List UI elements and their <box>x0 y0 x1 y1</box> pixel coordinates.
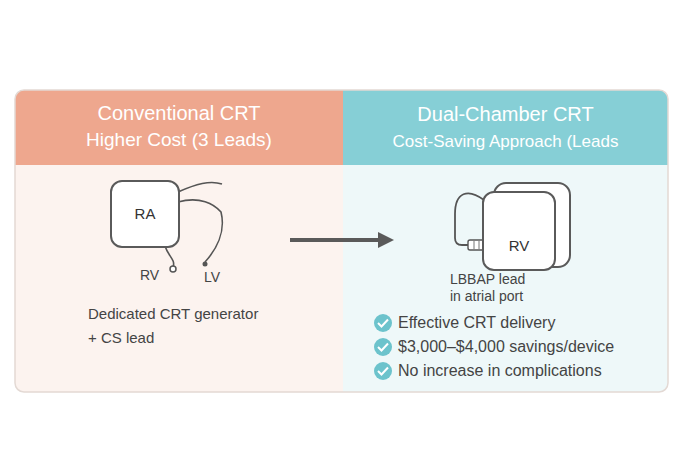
panel-heading: Conventional CRT <box>15 101 343 126</box>
panel-body-text: Dedicated CRT generator + CS lead <box>88 302 266 350</box>
panel-grounds <box>15 90 668 392</box>
benefit-item: Effective CRT delivery <box>398 313 555 333</box>
lead-label: LV <box>204 268 220 286</box>
lead-note: LBBAP lead in atrial port <box>450 271 535 305</box>
transition-arrow <box>290 238 380 242</box>
left-body <box>15 165 343 392</box>
lead-tip <box>203 262 208 267</box>
device-label: RV <box>509 237 530 255</box>
lead-label: RV <box>140 266 159 284</box>
right-body <box>343 165 668 392</box>
device-box: RA <box>110 180 180 248</box>
left-header-band <box>15 90 343 165</box>
lbbap-lead-wire <box>455 193 484 245</box>
device-label: RA <box>135 205 156 223</box>
lead-tip <box>170 266 176 272</box>
comparison-panel: Conventional CRTHigher Cost (3 Leads) Ded… <box>15 90 343 392</box>
panel-subheading: Higher Cost (3 Leads) <box>15 128 343 152</box>
device-box: RV <box>482 191 556 271</box>
benefit-item: No increase in complications <box>398 361 602 381</box>
right-header-band <box>343 90 668 165</box>
panel-subheading: Cost-Saving Approach (Leads <box>343 131 668 152</box>
outer-frame <box>15 90 668 392</box>
benefit-item: $3,000–$4,000 savings/device <box>398 337 614 357</box>
check-icons <box>374 314 392 380</box>
panel-heading: Dual-Chamber CRT <box>343 102 668 127</box>
arrow-head <box>378 232 394 248</box>
